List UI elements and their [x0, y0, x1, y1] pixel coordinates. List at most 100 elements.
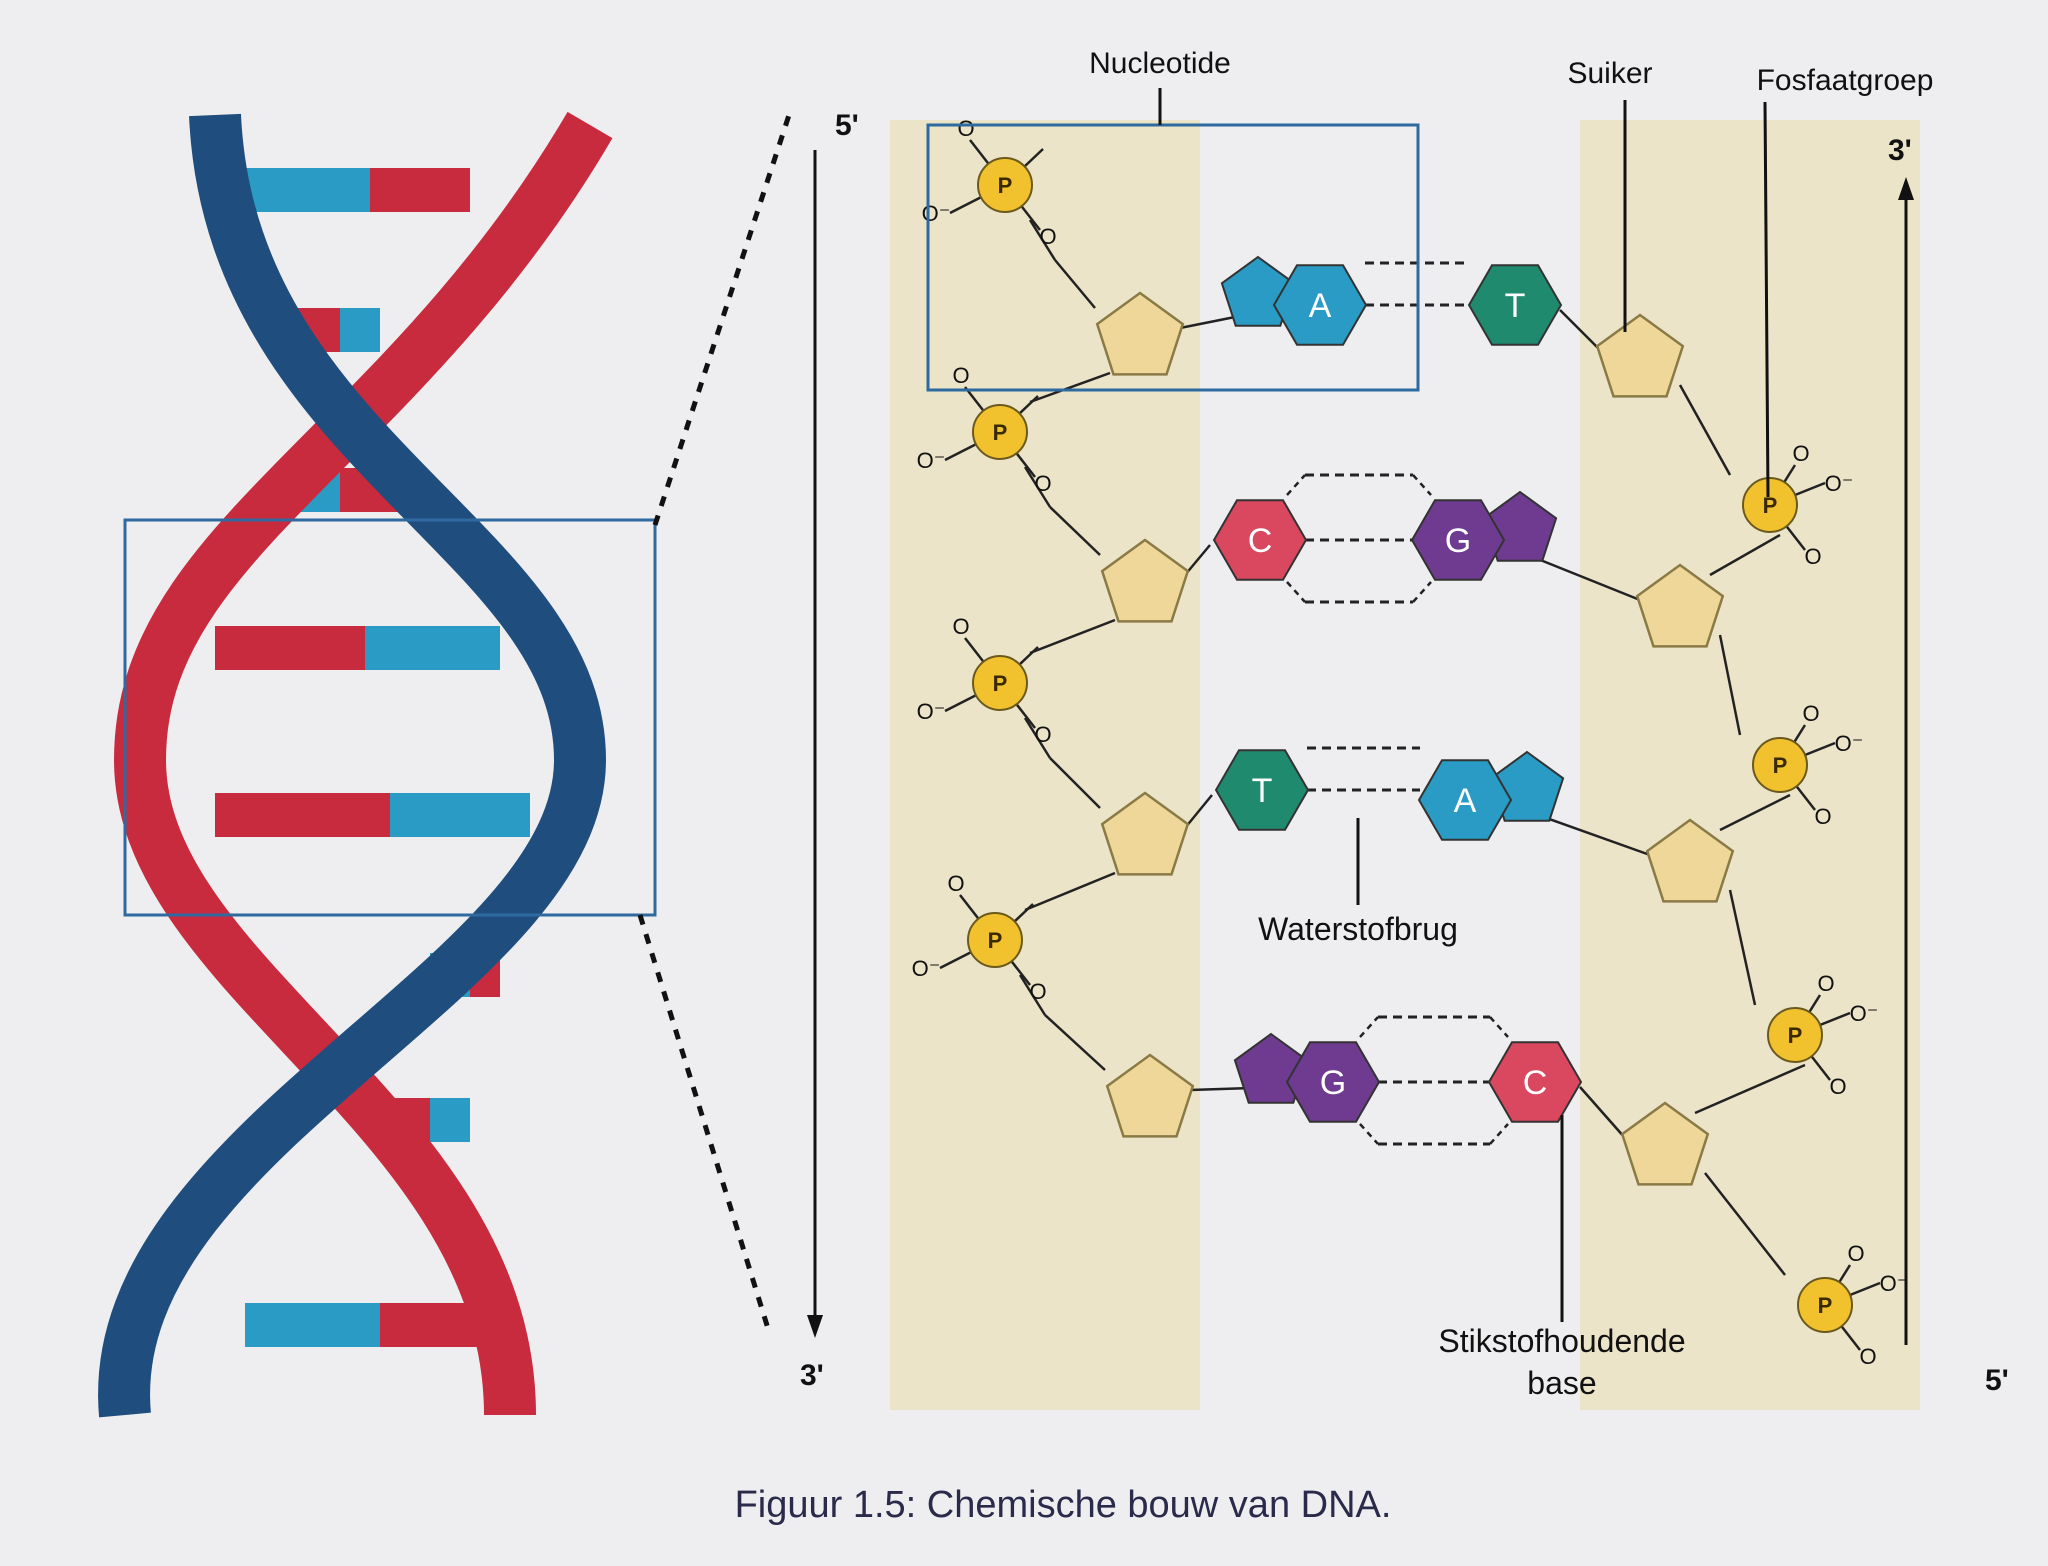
- oxygen-label: O: [952, 363, 969, 388]
- hydrogen-bond-dash: [1412, 474, 1432, 496]
- left-link-phosphate-sugar: [1049, 757, 1101, 809]
- right-strand-arrowhead: [1898, 177, 1914, 200]
- left-link-phosphate-sugar: [1049, 506, 1101, 556]
- right-link-sugar-phosphate: [1704, 1172, 1786, 1276]
- base-letter: T: [1505, 287, 1526, 325]
- oxygen-minus-label: O⁻: [1850, 1001, 1879, 1026]
- oxygen-label: O: [1847, 1241, 1864, 1266]
- base-letter: A: [1309, 287, 1332, 325]
- right-base-4-c: C: [1487, 1041, 1583, 1123]
- hydrogen-bond-dash: [1359, 1123, 1379, 1145]
- right-link-sugar-phosphate: [1718, 634, 1742, 736]
- oxygen-label: O: [1804, 544, 1821, 569]
- phosphate-symbol: P: [993, 671, 1008, 696]
- oxygen-minus-label: O⁻: [922, 201, 951, 226]
- oxygen-minus-label: O⁻: [917, 699, 946, 724]
- phosphate-leader: [1763, 101, 1770, 498]
- oxygen-label: O: [1034, 722, 1051, 747]
- right-phosphate-1: P O O⁻ O: [1742, 441, 1854, 569]
- oxygen-label: O: [1817, 971, 1834, 996]
- phosphate-circle: [1767, 1007, 1823, 1063]
- helix-rung-4-right: [365, 626, 500, 670]
- hydrogen-bond-2: [1286, 473, 1432, 604]
- left-sugar-1: [1095, 291, 1185, 376]
- right-sugar-1: [1595, 313, 1685, 398]
- oxygen-minus-label: O⁻: [917, 448, 946, 473]
- right-link-phosphate-next-sugar: [1709, 533, 1781, 577]
- phosphate-circle: [972, 655, 1028, 711]
- phosphate-circle: [977, 157, 1033, 213]
- hydrogen-bond-dash: [1489, 1016, 1509, 1038]
- oxygen-label: O: [1814, 804, 1831, 829]
- phosphate-circle: [972, 404, 1028, 460]
- oxygen-label: O: [1859, 1344, 1876, 1369]
- phosphate-symbol: P: [998, 173, 1013, 198]
- oxygen-label: O: [1802, 701, 1819, 726]
- hydrogen-bond-dash: [1286, 474, 1306, 496]
- phosphate-symbol: P: [1788, 1023, 1803, 1048]
- left-link-sugar-base: [1184, 794, 1213, 829]
- hydrogen-bond-dash: [1412, 581, 1432, 603]
- right-strand-5prime: 5': [1985, 1364, 2009, 1397]
- hydrogen-bond-dash: [1286, 581, 1306, 603]
- helix-rung-2-right: [340, 308, 380, 352]
- left-phosphate-4: POO⁻O: [912, 871, 1047, 1004]
- right-link-phosphate-next-sugar: [1719, 793, 1791, 832]
- right-base-3-a: A: [1417, 750, 1565, 841]
- right-link-sugar-phosphate: [1728, 889, 1757, 1006]
- base-hexagon-ring: [1272, 264, 1368, 346]
- base-hexagon-ring: [1410, 499, 1506, 581]
- oxygen-minus-label: O⁻: [912, 956, 941, 981]
- left-base-1-a: A: [1220, 255, 1368, 346]
- base-label-line1: Stikstofhoudende: [1438, 1323, 1685, 1359]
- right-sugar-2: [1635, 563, 1725, 648]
- phosphate-symbol: P: [993, 420, 1008, 445]
- right-phosphate-4: POO⁻O: [1797, 1241, 1908, 1369]
- phosphate-symbol: P: [1818, 1293, 1833, 1318]
- left-strand-3prime: 3': [800, 1359, 824, 1392]
- zoom-dashed-line-top: [652, 111, 793, 526]
- oxygen-label: O: [1029, 979, 1046, 1004]
- hydrogen-bond-4: [1359, 1015, 1509, 1146]
- left-sugar-4: [1105, 1053, 1195, 1138]
- base-hexagon-ring: [1487, 1041, 1583, 1123]
- helix-blue-strand: [98, 113, 607, 1418]
- base-hexagon-ring: [1417, 759, 1513, 841]
- left-sugar-2: [1100, 538, 1190, 623]
- left-link-phosphate-sugar: [1054, 259, 1096, 309]
- base-letter: C: [1523, 1064, 1548, 1102]
- helix-rung-5-left: [215, 793, 390, 837]
- helix-rung-1-right: [370, 168, 470, 212]
- left-link-phosphate-sugar: [1023, 717, 1052, 759]
- hydrogen-bonds: [1286, 261, 1509, 1146]
- base-letter: A: [1454, 782, 1477, 820]
- right-phosphate-3: POO⁻O: [1767, 971, 1879, 1099]
- left-phosphate-3: POO⁻O: [917, 614, 1052, 747]
- hydrogen-bond-3: [1307, 746, 1420, 792]
- phosphate-circle: [1752, 737, 1808, 793]
- right-strand-3prime: 3': [1888, 134, 1912, 167]
- oxygen-label: O: [1792, 441, 1809, 466]
- helix-rung-7-right: [430, 1098, 470, 1142]
- right-link-base-sugar: [1559, 309, 1601, 351]
- helix-rung-5-right: [390, 793, 530, 837]
- base-hexagon-ring: [1467, 264, 1563, 346]
- right-link-base-sugar: [1579, 1086, 1626, 1139]
- helix-rung-8-left: [245, 1303, 380, 1347]
- double-helix: [98, 111, 613, 1418]
- oxygen-minus-label: O⁻: [1825, 471, 1854, 496]
- hydrogen-bond-dash: [1489, 1123, 1509, 1145]
- helix-rung-4-left: [215, 626, 365, 670]
- phosphate-symbol: P: [1763, 493, 1778, 518]
- hydrogen-bond-label: Waterstofbrug: [1258, 911, 1458, 947]
- phosphate-circle: [967, 912, 1023, 968]
- left-link-phosphate-sugar: [1018, 974, 1047, 1016]
- oxygen-label: O: [1034, 471, 1051, 496]
- nucleotide-box: [926, 123, 1420, 392]
- left-link-sugar-next-phosphate: [1024, 871, 1116, 912]
- nucleotide-label: Nucleotide: [1089, 47, 1231, 80]
- right-base-1-t: T: [1467, 264, 1563, 346]
- phosphate-group-label: Fosfaatgroep: [1757, 64, 1934, 97]
